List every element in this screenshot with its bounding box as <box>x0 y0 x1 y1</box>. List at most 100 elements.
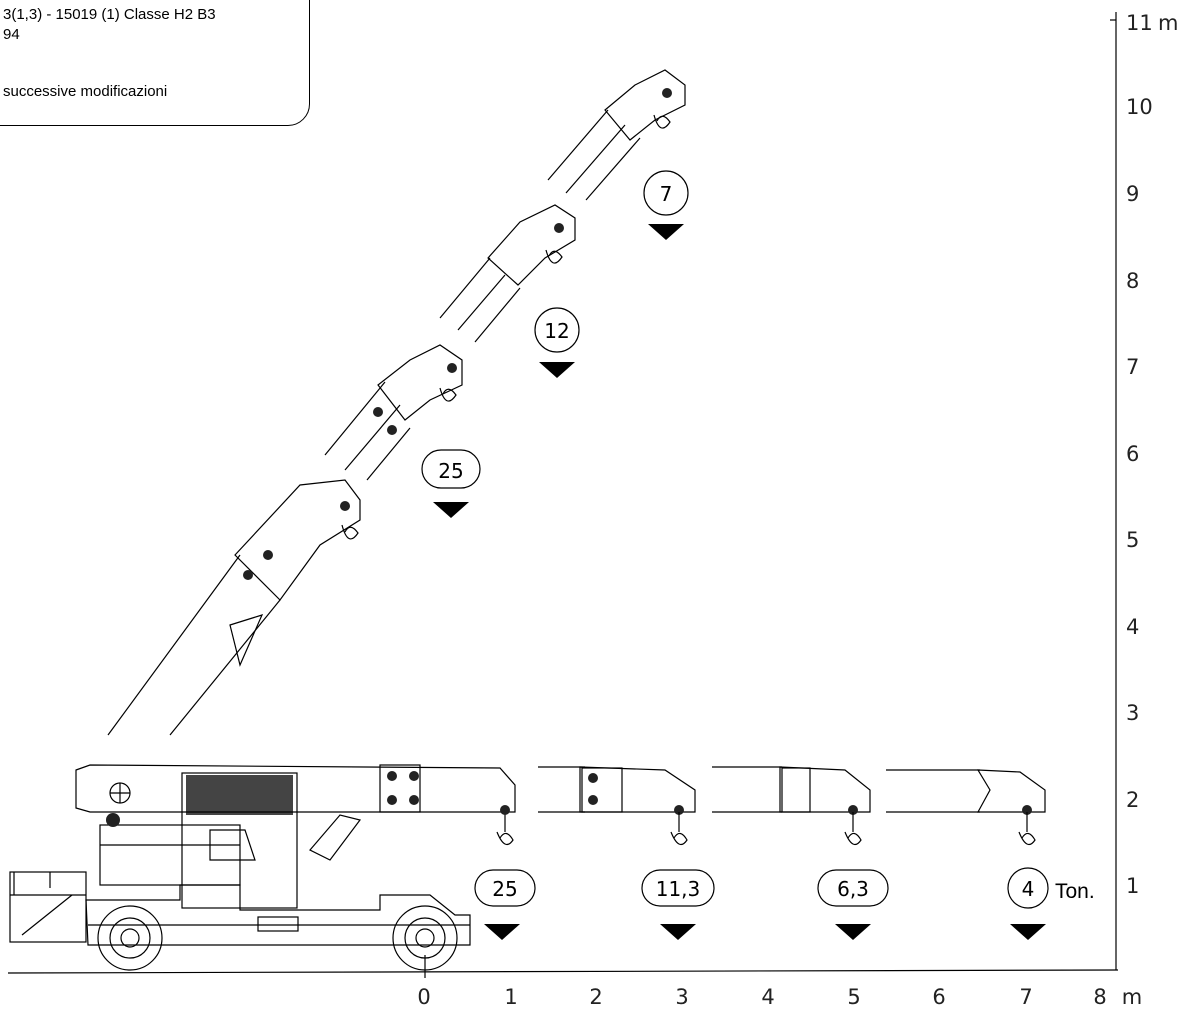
rear-wheel-center <box>120 928 140 948</box>
bolt <box>243 570 253 580</box>
boom-line <box>324 381 386 456</box>
raised-value-2: 12 <box>544 319 569 343</box>
ground-line <box>7 969 1119 974</box>
bolt <box>263 550 273 560</box>
boom-head <box>377 344 463 421</box>
raised-value-3: 7 <box>660 182 673 206</box>
rear-wheel-hub <box>109 917 151 959</box>
raised-badge-1 <box>421 449 481 489</box>
raised-arrow-2 <box>539 362 575 378</box>
rear-box-detail <box>21 894 73 936</box>
bolt <box>588 795 598 805</box>
load-arrow-1 <box>484 924 520 940</box>
boom-line <box>366 427 411 481</box>
x-tick-7: 7 <box>1019 985 1032 1009</box>
boom-line <box>107 554 241 736</box>
raised-arrow-1 <box>433 502 469 518</box>
hook <box>496 831 514 846</box>
load-badge-2 <box>641 869 715 907</box>
bolt <box>106 813 120 827</box>
y-tick-6: 6 <box>1126 442 1139 466</box>
horizontal-boom-2 <box>712 766 871 846</box>
hook-pulley <box>1022 805 1032 815</box>
boom-line <box>565 124 626 194</box>
boom-collar <box>781 767 811 813</box>
boom-collar <box>379 764 421 813</box>
y-tick-5: 5 <box>1126 528 1139 552</box>
raised-boom-3 <box>439 204 576 343</box>
cab <box>181 772 298 909</box>
y-tick-7: 7 <box>1126 355 1139 379</box>
bolt <box>373 407 383 417</box>
bolt <box>409 795 419 805</box>
hydraulic-arm <box>309 814 362 861</box>
front-wheel-hub <box>404 917 446 959</box>
ground-unit: Ton. <box>1055 880 1095 903</box>
boom-line <box>585 137 641 201</box>
load-value-1: 25 <box>492 877 517 901</box>
boom-line <box>474 287 521 343</box>
horizontal-boom-1 <box>538 766 696 846</box>
hook <box>670 831 688 846</box>
raised-arrow-3 <box>648 224 684 240</box>
bolt <box>387 425 397 435</box>
load-value-2: 11,3 <box>656 877 701 901</box>
y-tick-1: 1 <box>1126 874 1139 898</box>
y-tick-3: 3 <box>1126 701 1139 725</box>
boom-line <box>439 257 491 319</box>
boom-head <box>604 69 686 141</box>
load-arrow-2 <box>660 924 696 940</box>
cab-grille <box>186 775 293 815</box>
y-tick-11: 11 <box>1126 11 1153 35</box>
x-tick-0: 0 <box>417 985 430 1009</box>
boom-head <box>234 479 361 601</box>
note-line-2: 94 <box>3 26 20 43</box>
ground-loads: 25 11,3 6,3 4 Ton. <box>474 867 1095 940</box>
horizontal-boom-3 <box>886 769 1046 846</box>
note-line-1: 3(1,3) - 15019 (1) Classe H2 B3 <box>3 6 216 23</box>
hook <box>341 524 359 540</box>
bolt <box>387 795 397 805</box>
x-axis-unit: m <box>1122 985 1142 1009</box>
x-tick-6: 6 <box>932 985 945 1009</box>
boom-line <box>457 274 506 331</box>
boom-base <box>75 764 516 813</box>
hook <box>545 249 563 264</box>
load-badge-3 <box>817 869 889 907</box>
boom-bracket <box>229 614 264 667</box>
y-tick-10: 10 <box>1126 95 1153 119</box>
load-arrow-3 <box>835 924 871 940</box>
hook-pulley <box>662 88 672 98</box>
boom-line <box>344 404 401 471</box>
hook <box>844 831 862 846</box>
hook-pulley <box>447 363 457 373</box>
front-wheel <box>392 905 458 971</box>
hook-pulley <box>848 805 858 815</box>
bolt <box>588 773 598 783</box>
hook <box>1018 831 1036 846</box>
load-badge-4 <box>1007 867 1049 909</box>
seat <box>209 829 256 861</box>
rear-box <box>9 871 87 943</box>
chassis <box>85 884 471 946</box>
y-axis-ticks: 1 2 3 4 5 6 7 8 9 10 11 m <box>1126 11 1178 898</box>
raised-badge-2 <box>534 307 580 353</box>
boom-collar <box>581 767 623 813</box>
x-tick-3: 3 <box>675 985 688 1009</box>
raised-boom-2 <box>324 344 463 481</box>
note-line-3: successive modificazioni <box>3 83 168 100</box>
hook-pulley <box>340 501 350 511</box>
crane-vehicle <box>9 764 516 971</box>
note-box: 3(1,3) - 15019 (1) Classe H2 B3 94 succe… <box>0 0 310 126</box>
boom-line <box>169 599 281 736</box>
boom-head <box>976 769 1046 813</box>
bolt <box>409 771 419 781</box>
hook <box>653 114 671 129</box>
front-wheel-center <box>415 928 435 948</box>
side-panel <box>257 916 299 932</box>
raised-boom-4 <box>547 69 686 201</box>
y-tick-8: 8 <box>1126 269 1139 293</box>
bolt <box>387 771 397 781</box>
x-tick-2: 2 <box>589 985 602 1009</box>
